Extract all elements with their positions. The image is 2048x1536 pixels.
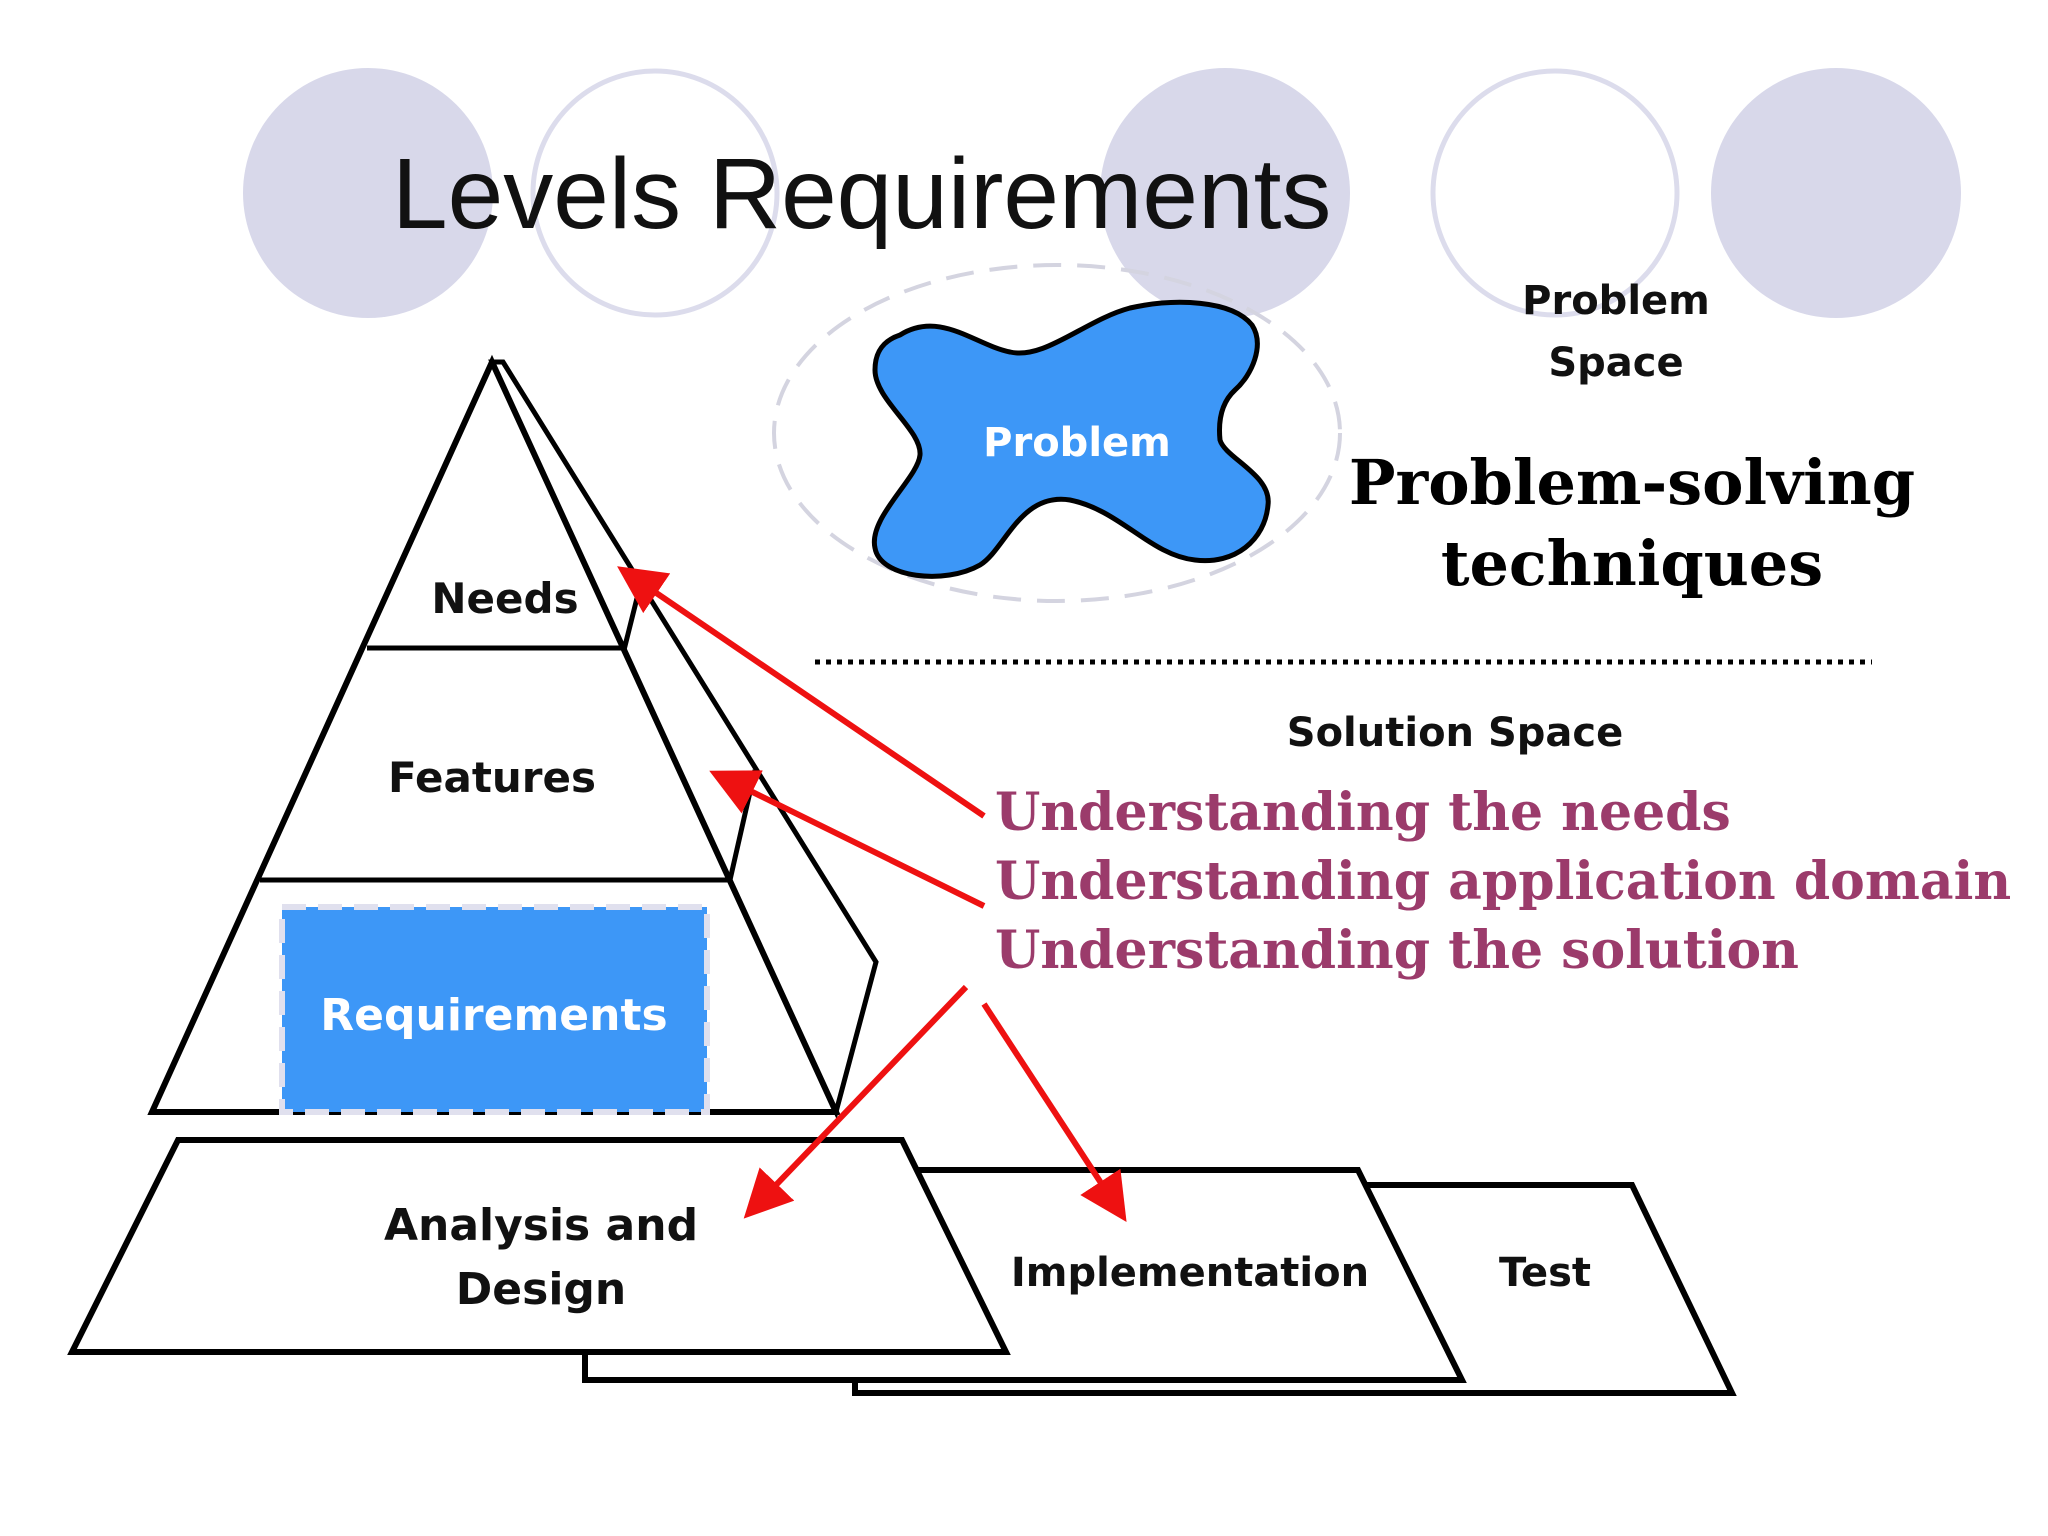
analysis-label-line1: Analysis and bbox=[384, 1200, 698, 1251]
decor-circle-filled-2 bbox=[1100, 68, 1350, 318]
requirements-pyramid: Needs Features Requirements bbox=[147, 354, 879, 1120]
understanding-solution: Understanding the solution bbox=[995, 920, 1799, 981]
arrow-to-implementation bbox=[981, 1002, 1127, 1223]
understanding-list: Understanding the needs Understanding ap… bbox=[995, 782, 2011, 981]
technique-line2: techniques bbox=[1441, 527, 1823, 600]
test-label: Test bbox=[1499, 1250, 1591, 1296]
arrow-to-needs bbox=[617, 566, 986, 819]
decor-circle-outline-1 bbox=[530, 68, 780, 318]
understanding-needs: Understanding the needs bbox=[995, 782, 1731, 843]
decor-circle-filled-1 bbox=[243, 68, 493, 318]
implementation-label: Implementation bbox=[1011, 1250, 1369, 1296]
problem-space-label-line2: Space bbox=[1548, 340, 1683, 386]
requirements-label: Requirements bbox=[320, 990, 667, 1041]
analysis-label-line2: Design bbox=[456, 1264, 626, 1315]
relation-arrows bbox=[617, 566, 1127, 1223]
problem-blob-label: Problem bbox=[983, 420, 1171, 466]
problem-blob bbox=[871, 299, 1271, 579]
header-decoration bbox=[243, 68, 1961, 318]
arrow-to-analysis bbox=[743, 984, 969, 1219]
arrow-to-features bbox=[709, 770, 986, 909]
requirements-box bbox=[279, 904, 710, 1115]
slide-title: Levels Requirements bbox=[392, 138, 1331, 250]
decor-circle-filled-3 bbox=[1711, 68, 1961, 318]
solution-space-label: Solution Space bbox=[1287, 710, 1623, 756]
problem-space-boundary bbox=[772, 263, 1342, 603]
problem-space-label-line1: Problem bbox=[1522, 278, 1710, 324]
analysis-layer: Analysis and Design bbox=[67, 1137, 1011, 1355]
features-label: Features bbox=[388, 753, 596, 802]
needs-label: Needs bbox=[431, 574, 578, 623]
decor-circle-outline-2 bbox=[1430, 68, 1680, 318]
technique-line1: Problem-solving bbox=[1349, 446, 1915, 519]
understanding-domain: Understanding application domain bbox=[995, 851, 2011, 912]
